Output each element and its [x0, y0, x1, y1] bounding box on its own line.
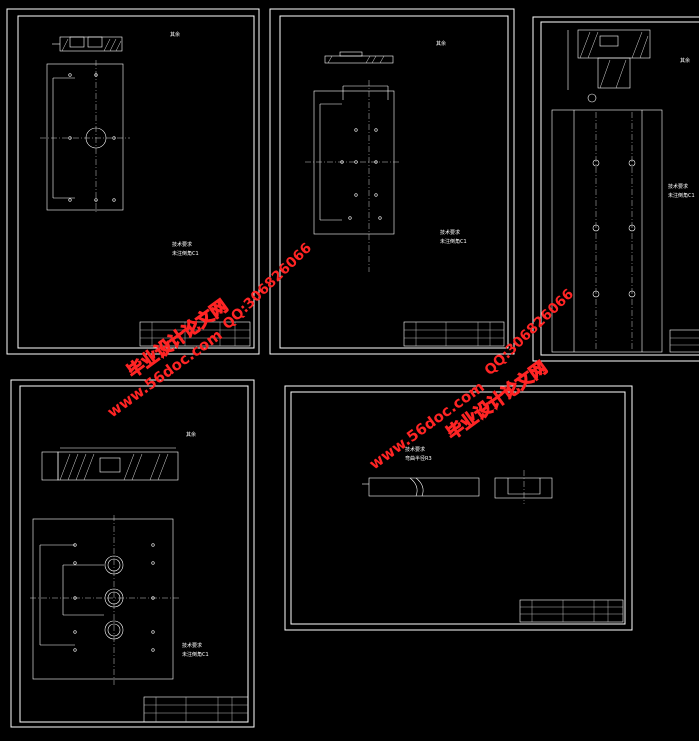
roughness-note: 其余 — [186, 431, 196, 438]
title-block — [139, 321, 251, 347]
watermark-qq: QQ:306826066 — [220, 240, 315, 333]
title-block — [669, 329, 699, 353]
watermark-left-qq: QQ:306826066 — [220, 240, 315, 333]
plan-view — [40, 60, 130, 214]
title-block — [143, 696, 249, 723]
plan-view — [30, 515, 180, 685]
plan-view — [305, 80, 400, 272]
roughness-note: 其余 — [680, 57, 690, 64]
plan-view — [551, 109, 663, 353]
end-view — [494, 470, 553, 504]
hole-markers — [73, 543, 155, 652]
hole-markers — [340, 128, 382, 220]
drawing-sheet-1: 其余 技术要求 未注倒角C1 — [6, 8, 260, 355]
roughness-note: 其余 — [436, 40, 446, 47]
drawing-sheet-4: 其余 技术要求 未注倒角C1 — [10, 379, 255, 728]
tech-note-title: 技术要求 — [405, 446, 425, 453]
watermark-left: www.56doc.com 毕业设计论文网 — [104, 295, 233, 421]
hole-markers — [68, 73, 116, 202]
tech-note-title: 技术要求 — [440, 229, 460, 236]
drawing-sheet-5: 技术要求 弯曲半径R3 — [284, 385, 633, 631]
section-view — [324, 51, 394, 64]
tech-note-body: 未注倒角C1 — [182, 651, 209, 658]
bent-strip-view — [362, 477, 480, 497]
tech-note-body: 未注倒角C1 — [668, 192, 695, 199]
tech-note-body: 未注倒角C1 — [172, 250, 199, 257]
drawing-sheet-2: 其余 技术要求 未注倒角C1 — [269, 8, 515, 355]
section-view — [567, 29, 651, 103]
tech-note-body: 弯曲半径R3 — [405, 455, 432, 462]
title-block — [519, 599, 624, 623]
tech-note-title: 技术要求 — [172, 241, 192, 248]
tech-note-title: 技术要求 — [182, 642, 202, 649]
drawing-sheet-3: 技术要求 未注倒角C1 其余 — [532, 16, 699, 362]
section-view — [52, 36, 123, 52]
section-view — [41, 447, 179, 481]
tech-note-title: 技术要求 — [668, 183, 688, 190]
roughness-note: 其余 — [170, 31, 180, 38]
title-block — [403, 321, 505, 347]
tech-note-body: 未注倒角C1 — [440, 238, 467, 245]
